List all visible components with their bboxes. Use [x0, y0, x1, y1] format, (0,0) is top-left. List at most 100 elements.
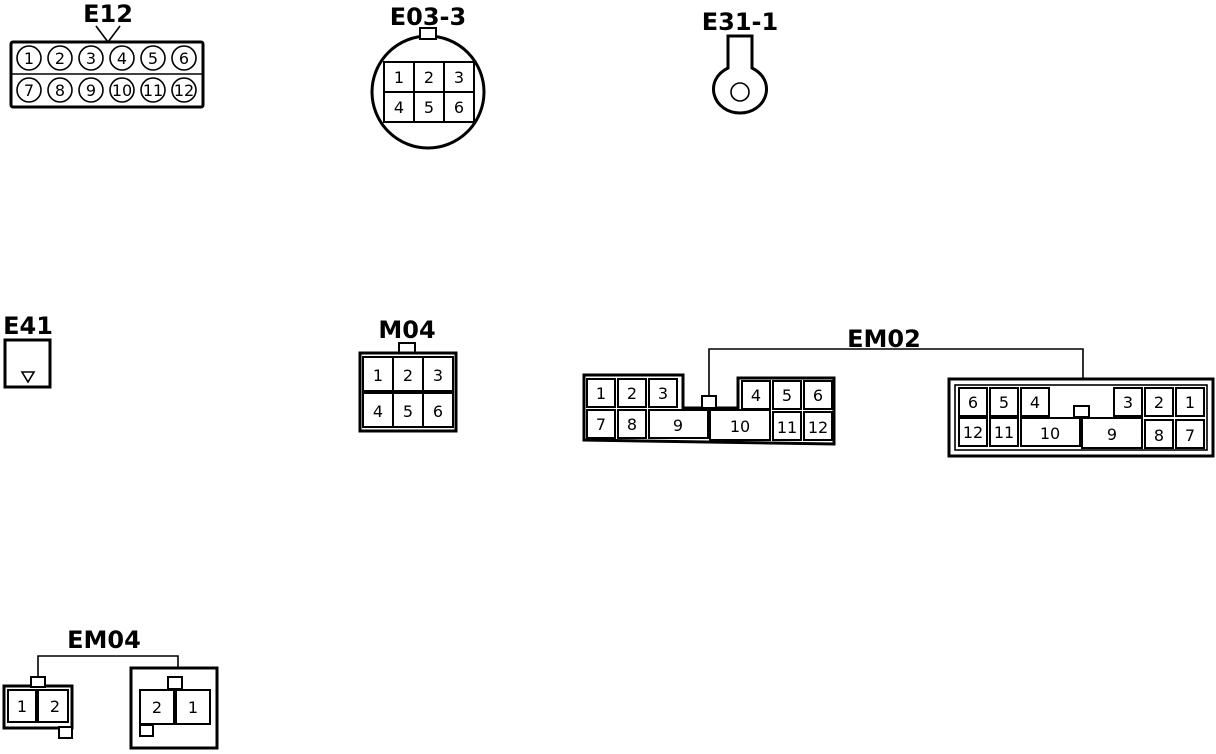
svg-text:1: 1 [17, 697, 27, 716]
svg-text:5: 5 [999, 393, 1009, 412]
pin-em04-r-1: 1 [175, 689, 211, 725]
svg-text:9: 9 [1107, 425, 1117, 444]
connector-e41-housing [3, 338, 52, 389]
connector-em04-right-key [167, 676, 183, 690]
pin-e03-3-4: 4 [383, 91, 415, 123]
connector-em02-left-key [701, 395, 717, 409]
pin-em02-r-2: 2 [1144, 387, 1174, 417]
ring-terminal-icon [712, 34, 768, 115]
pin-em02-l-8: 8 [617, 409, 647, 439]
pin-em02-l-5: 5 [772, 380, 802, 410]
connector-e12-label: E12 [83, 0, 133, 28]
svg-text:11: 11 [994, 423, 1014, 442]
connector-em02-right-pins: 6 5 4 3 2 1 12 11 10 9 8 7 [958, 387, 1205, 449]
connector-em02-left: 1 2 3 4 5 6 7 8 9 10 11 12 [582, 373, 836, 446]
connector-em02-right: 6 5 4 3 2 1 12 11 10 9 8 7 [947, 377, 1215, 458]
svg-text:2: 2 [627, 384, 637, 403]
connector-em04-left-key [30, 676, 46, 688]
svg-text:2: 2 [403, 366, 413, 385]
connector-em02-left-pins: 1 2 3 4 5 6 7 8 9 10 11 12 [586, 378, 833, 441]
pin-e12-1: 1 [16, 45, 42, 71]
svg-text:10: 10 [1040, 424, 1060, 443]
svg-text:8: 8 [627, 415, 637, 434]
connector-em04-pair-link [37, 655, 179, 678]
svg-text:1: 1 [394, 68, 404, 87]
pin-e03-3-5: 5 [413, 91, 445, 123]
svg-text:5: 5 [424, 98, 434, 117]
connector-e03-3-label: E03-3 [390, 3, 466, 31]
svg-text:3: 3 [1123, 393, 1133, 412]
pin-e03-3-2: 2 [413, 61, 445, 93]
pin-em02-l-6: 6 [803, 380, 833, 410]
ring-terminal-hole [730, 82, 750, 102]
pin-em04-l-2: 2 [37, 689, 69, 723]
connector-e31-1: E31-1 [702, 8, 778, 115]
svg-text:1: 1 [24, 49, 34, 68]
pin-e12-5: 5 [140, 45, 166, 71]
pin-em02-r-7: 7 [1175, 419, 1205, 449]
svg-text:7: 7 [596, 415, 606, 434]
pin-em02-r-4: 4 [1020, 387, 1050, 417]
pin-e12-9: 9 [78, 77, 104, 103]
svg-text:10: 10 [730, 417, 750, 436]
connector-em02-right-housing-inner [954, 384, 1208, 451]
pin-em02-l-11: 11 [772, 411, 802, 441]
pin-em02-r-11: 11 [989, 417, 1019, 447]
pin-m04-5: 5 [392, 392, 424, 428]
svg-text:5: 5 [782, 386, 792, 405]
pin-e12-3: 3 [78, 45, 104, 71]
pin-em02-l-10: 10 [709, 409, 771, 441]
svg-text:9: 9 [673, 416, 683, 435]
svg-text:4: 4 [751, 386, 761, 405]
svg-text:7: 7 [1185, 426, 1195, 445]
pin-em02-r-10: 10 [1020, 417, 1081, 447]
pin-e12-12: 12 [171, 77, 197, 103]
connector-em02: EM02 1 2 3 4 5 6 7 8 9 10 11 12 [582, 325, 1215, 458]
pin-em02-r-1: 1 [1175, 387, 1205, 417]
pin-em02-l-2: 2 [617, 378, 647, 408]
pin-e03-3-6: 6 [443, 91, 475, 123]
connector-e41-label: E41 [3, 312, 53, 340]
svg-text:5: 5 [403, 402, 413, 421]
pin-m04-2: 2 [392, 356, 424, 392]
svg-text:12: 12 [963, 423, 983, 442]
svg-text:6: 6 [433, 402, 443, 421]
pin-em02-r-3: 3 [1113, 387, 1143, 417]
svg-text:4: 4 [1030, 393, 1040, 412]
svg-text:11: 11 [143, 81, 163, 100]
svg-text:10: 10 [112, 81, 132, 100]
svg-text:2: 2 [424, 68, 434, 87]
pin-em04-l-1: 1 [7, 689, 37, 723]
svg-text:6: 6 [968, 393, 978, 412]
connector-m04-label: M04 [378, 316, 435, 344]
connector-m04: M04 1 2 3 4 5 6 [358, 316, 458, 433]
svg-text:6: 6 [179, 49, 189, 68]
svg-text:3: 3 [454, 68, 464, 87]
svg-text:2: 2 [152, 698, 162, 717]
svg-text:7: 7 [24, 81, 34, 100]
pin-e12-11: 11 [140, 77, 166, 103]
connector-e03-3: E03-3 1 2 3 4 5 6 [370, 3, 486, 150]
svg-text:5: 5 [148, 49, 158, 68]
pin-em02-r-9: 9 [1081, 417, 1143, 449]
pin-e12-6: 6 [171, 45, 197, 71]
pin-e03-3-3: 3 [443, 61, 475, 93]
pin-em02-r-5: 5 [989, 387, 1019, 417]
svg-text:3: 3 [433, 366, 443, 385]
pin-e12-2: 2 [47, 45, 73, 71]
svg-text:2: 2 [55, 49, 65, 68]
connector-e31-1-label: E31-1 [702, 8, 778, 36]
connector-em04-right-latch [139, 724, 154, 737]
pin-em02-l-12: 12 [803, 411, 833, 441]
svg-text:9: 9 [86, 81, 96, 100]
connector-em04-label: EM04 [67, 626, 141, 654]
pin-em02-l-1: 1 [586, 378, 616, 408]
pin-m04-3: 3 [422, 356, 454, 392]
pin-e12-8: 8 [47, 77, 73, 103]
connector-em04-right: 2 1 [129, 666, 219, 750]
pin-em04-r-2: 2 [139, 689, 175, 725]
pin-em02-r-6: 6 [958, 387, 988, 417]
pin-e12-10: 10 [109, 77, 135, 103]
pin-m04-6: 6 [422, 392, 454, 428]
